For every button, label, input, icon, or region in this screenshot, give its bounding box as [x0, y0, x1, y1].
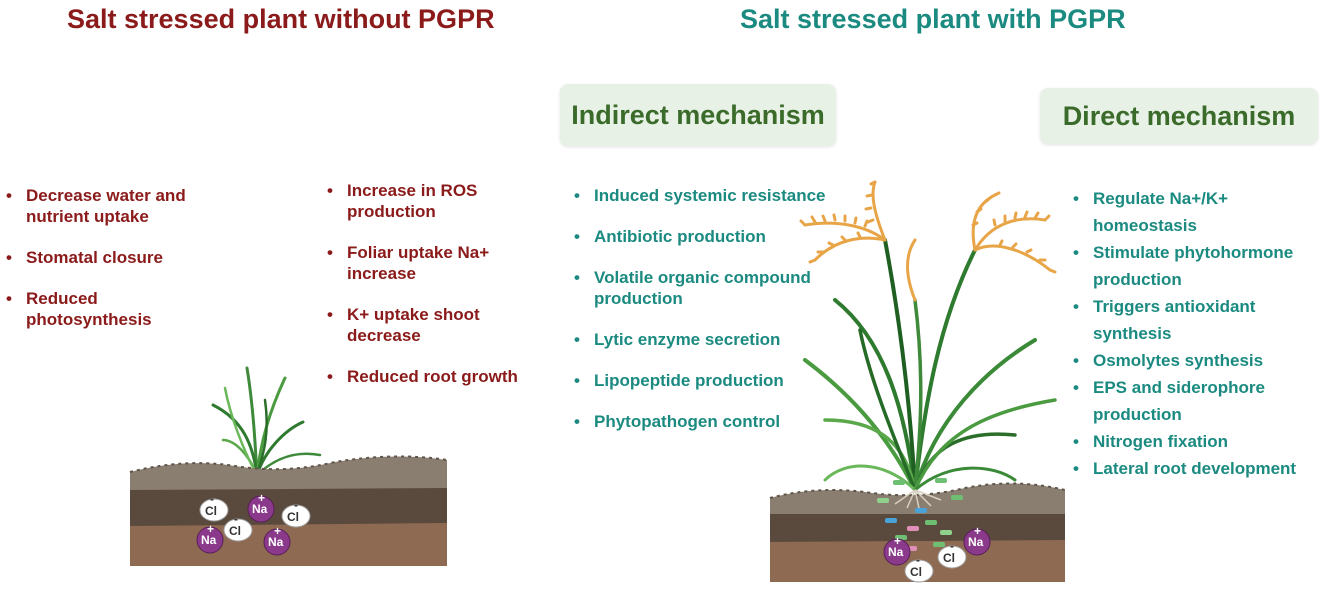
- effect-item: Increase in ROS production: [325, 180, 525, 222]
- ion-na-label: Na: [968, 535, 984, 549]
- ion-charge-label: -: [210, 492, 214, 506]
- ion-charge-label: +: [974, 524, 981, 538]
- mechanism-item: Stimulate phytohormone production: [1071, 239, 1321, 293]
- soil-scene-with-pgpr: Na + Cl - Na + Cl -: [769, 180, 1066, 583]
- effect-item: Foliar uptake Na+ increase: [325, 242, 525, 284]
- ion-na-3: Na +: [263, 524, 291, 556]
- without-effects-list-1: Decrease water and nutrient uptake Stoma…: [4, 185, 214, 350]
- mechanism-item: Nitrogen fixation: [1071, 428, 1321, 455]
- ion-charge-label: +: [258, 491, 265, 505]
- pgpr-bacteria-icon: [877, 478, 963, 551]
- direct-mechanism-list: Regulate Na+/K+ homeostasis Stimulate ph…: [1071, 185, 1321, 482]
- ion-charge-label: +: [207, 522, 214, 536]
- healthy-rice-plant-icon: [803, 238, 1057, 492]
- effect-item: Reduced root growth: [325, 366, 525, 387]
- mechanism-item: Volatile organic compound production: [572, 267, 852, 309]
- ion-cl-3: Cl -: [223, 512, 253, 542]
- mechanism-item: Induced systemic resistance: [572, 185, 852, 206]
- mechanism-item: Osmolytes synthesis: [1071, 347, 1321, 374]
- mechanism-item: Lytic enzyme secretion: [572, 329, 852, 350]
- ion-na-label: Na: [252, 502, 268, 516]
- ion-charge-label: -: [916, 553, 920, 567]
- ion-na-1: Na +: [247, 491, 275, 523]
- effect-item: Stomatal closure: [4, 247, 214, 268]
- effect-item: K+ uptake shoot decrease: [325, 304, 525, 346]
- indirect-mechanism-list: Induced systemic resistance Antibiotic p…: [572, 185, 852, 452]
- mechanism-item: Phytopathogen control: [572, 411, 852, 432]
- roots-icon: [894, 489, 942, 509]
- mechanism-item: Lipopeptide production: [572, 370, 852, 391]
- direct-mechanism-box: Direct mechanism: [1040, 88, 1318, 144]
- ion-charge-label: -: [294, 498, 298, 512]
- title-without-pgpr: Salt stressed plant without PGPR: [67, 4, 495, 34]
- mechanism-item: EPS and siderophore production: [1071, 374, 1321, 428]
- ion-charge-label: +: [894, 534, 901, 548]
- ion-cl-label: Cl: [229, 524, 241, 538]
- ion-charge-label: +: [274, 524, 281, 538]
- ion-cl-1: Cl -: [937, 539, 967, 569]
- ion-cl-label: Cl: [910, 565, 922, 579]
- ion-cl-label: Cl: [943, 551, 955, 565]
- mechanism-item: Antibiotic production: [572, 226, 852, 247]
- soil-scene-without-pgpr: Cl - Na + Cl - Cl - Na + Na +: [129, 366, 448, 566]
- ion-na-2: Na +: [963, 524, 991, 556]
- effect-item: Decrease water and nutrient uptake: [4, 185, 214, 227]
- mechanism-item: Lateral root development: [1071, 455, 1321, 482]
- ion-na-1: Na +: [883, 534, 911, 566]
- effect-item: Reduced photosynthesis: [4, 288, 214, 330]
- ion-na-label: Na: [268, 535, 284, 549]
- indirect-mechanism-box: Indirect mechanism: [560, 84, 836, 146]
- ion-cl-2: Cl -: [904, 553, 934, 583]
- ion-cl-label: Cl: [205, 504, 217, 518]
- without-effects-list-2: Increase in ROS production Foliar uptake…: [325, 180, 525, 407]
- ion-na-label: Na: [201, 533, 217, 547]
- ion-cl-label: Cl: [287, 510, 299, 524]
- ion-charge-label: -: [950, 539, 954, 553]
- stressed-plant-icon: [211, 366, 322, 488]
- ion-na-2: Na +: [196, 522, 224, 554]
- ion-na-label: Na: [888, 545, 904, 559]
- ion-cl-2: Cl -: [281, 498, 311, 528]
- rice-grain-panicles-icon: [799, 180, 1057, 302]
- title-with-pgpr: Salt stressed plant with PGPR: [740, 4, 1126, 34]
- mechanism-item: Regulate Na+/K+ homeostasis: [1071, 185, 1321, 239]
- ion-charge-label: -: [234, 512, 238, 526]
- ion-cl-1: Cl -: [199, 492, 229, 522]
- mechanism-item: Triggers antioxidant synthesis: [1071, 293, 1321, 347]
- soil-top-layer: [130, 456, 447, 492]
